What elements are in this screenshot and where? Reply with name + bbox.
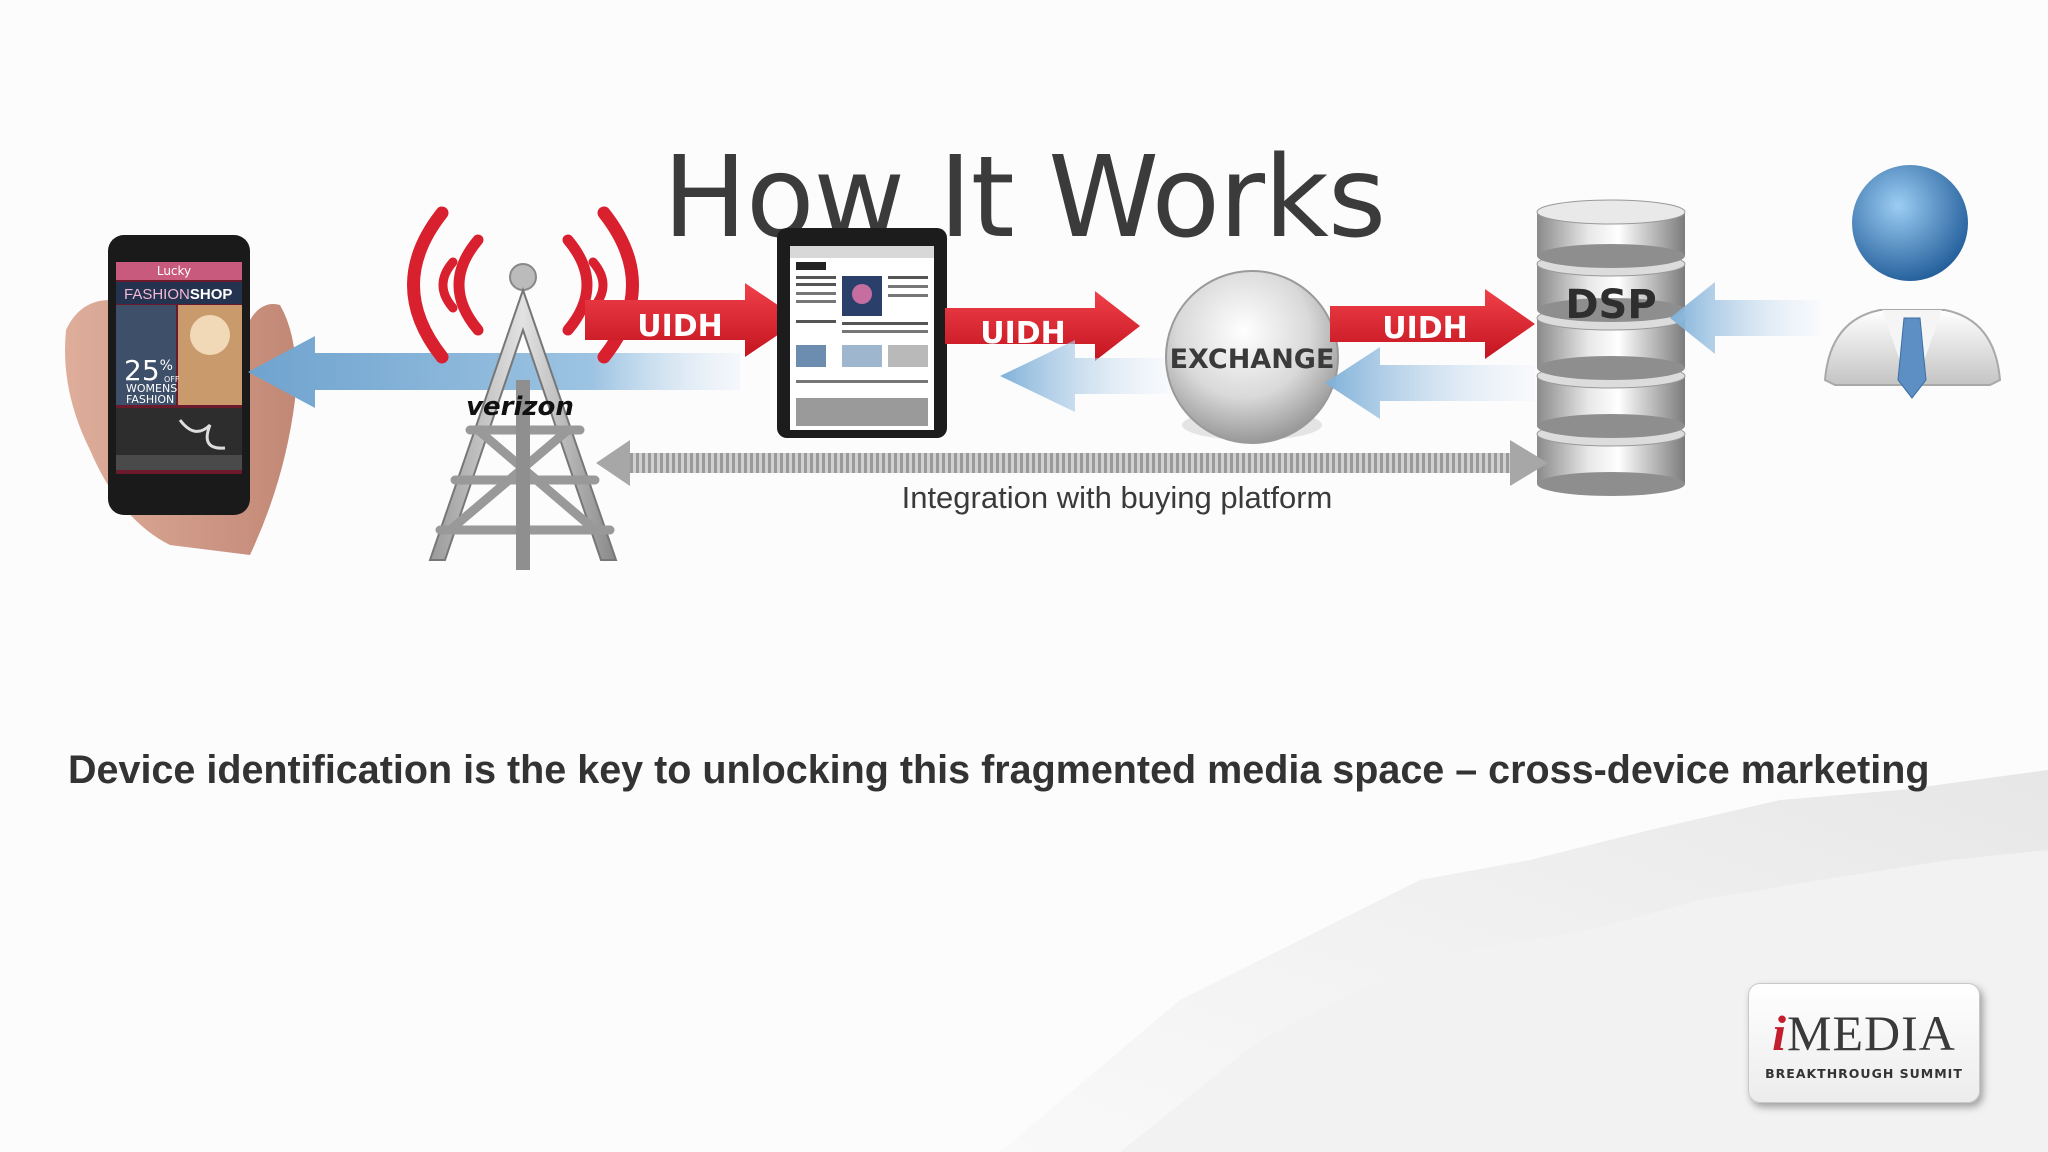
logo-name-rest: MEDIA [1787,1005,1956,1061]
arrow-user-to-dsp [1670,282,1820,354]
logo-subtitle: BREAKTHROUGH SUMMIT [1765,1066,1963,1081]
uidh-arrow-1: UIDH [585,283,800,357]
logo-name-first: i [1772,1005,1788,1061]
phone-shop-b: SHOP [190,286,233,303]
phone-promo-line1: WOMENS [126,382,177,395]
imedia-logo: iMEDIA BREAKTHROUGH SUMMIT [1748,983,1980,1103]
exchange-label: EXCHANGE [1170,344,1335,375]
return-arrow-to-tablet [1000,340,1170,412]
tagline: Device identification is the key to unlo… [68,748,1930,792]
exchange-node: EXCHANGE [1165,270,1339,444]
dsp-database-icon: DSP [1536,199,1686,496]
verizon-logo: verizon [466,392,574,422]
uidh-arrow-2: UIDH [945,291,1140,361]
svg-text:FASHIONSHOP: FASHIONSHOP [124,286,232,303]
integration-double-arrow [596,440,1548,486]
smartphone: Lucky FASHIONSHOP 25% OFF WOMENS FASHION [65,235,296,555]
uidh-arrow-3: UIDH [1330,289,1535,359]
phone-promo-line2: FASHION [126,393,174,406]
phone-app-name: Lucky [157,264,191,278]
return-arrow-to-exchange [1325,347,1535,419]
phone-promo-unit: % [160,358,173,374]
svg-text:25%: 25% [124,354,173,387]
integration-label: Integration with buying platform [902,480,1333,515]
dsp-label: DSP [1565,282,1656,328]
phone-shop-a: FASHION [124,286,190,303]
uidh-label-1: UIDH [637,309,723,344]
tablet [777,228,947,438]
user-icon [1823,165,2002,399]
phone-promo-percent: 25 [124,354,160,387]
phone-promo-off: OFF [164,375,180,384]
uidh-label-2: UIDH [980,316,1066,351]
uidh-label-3: UIDH [1382,311,1468,346]
